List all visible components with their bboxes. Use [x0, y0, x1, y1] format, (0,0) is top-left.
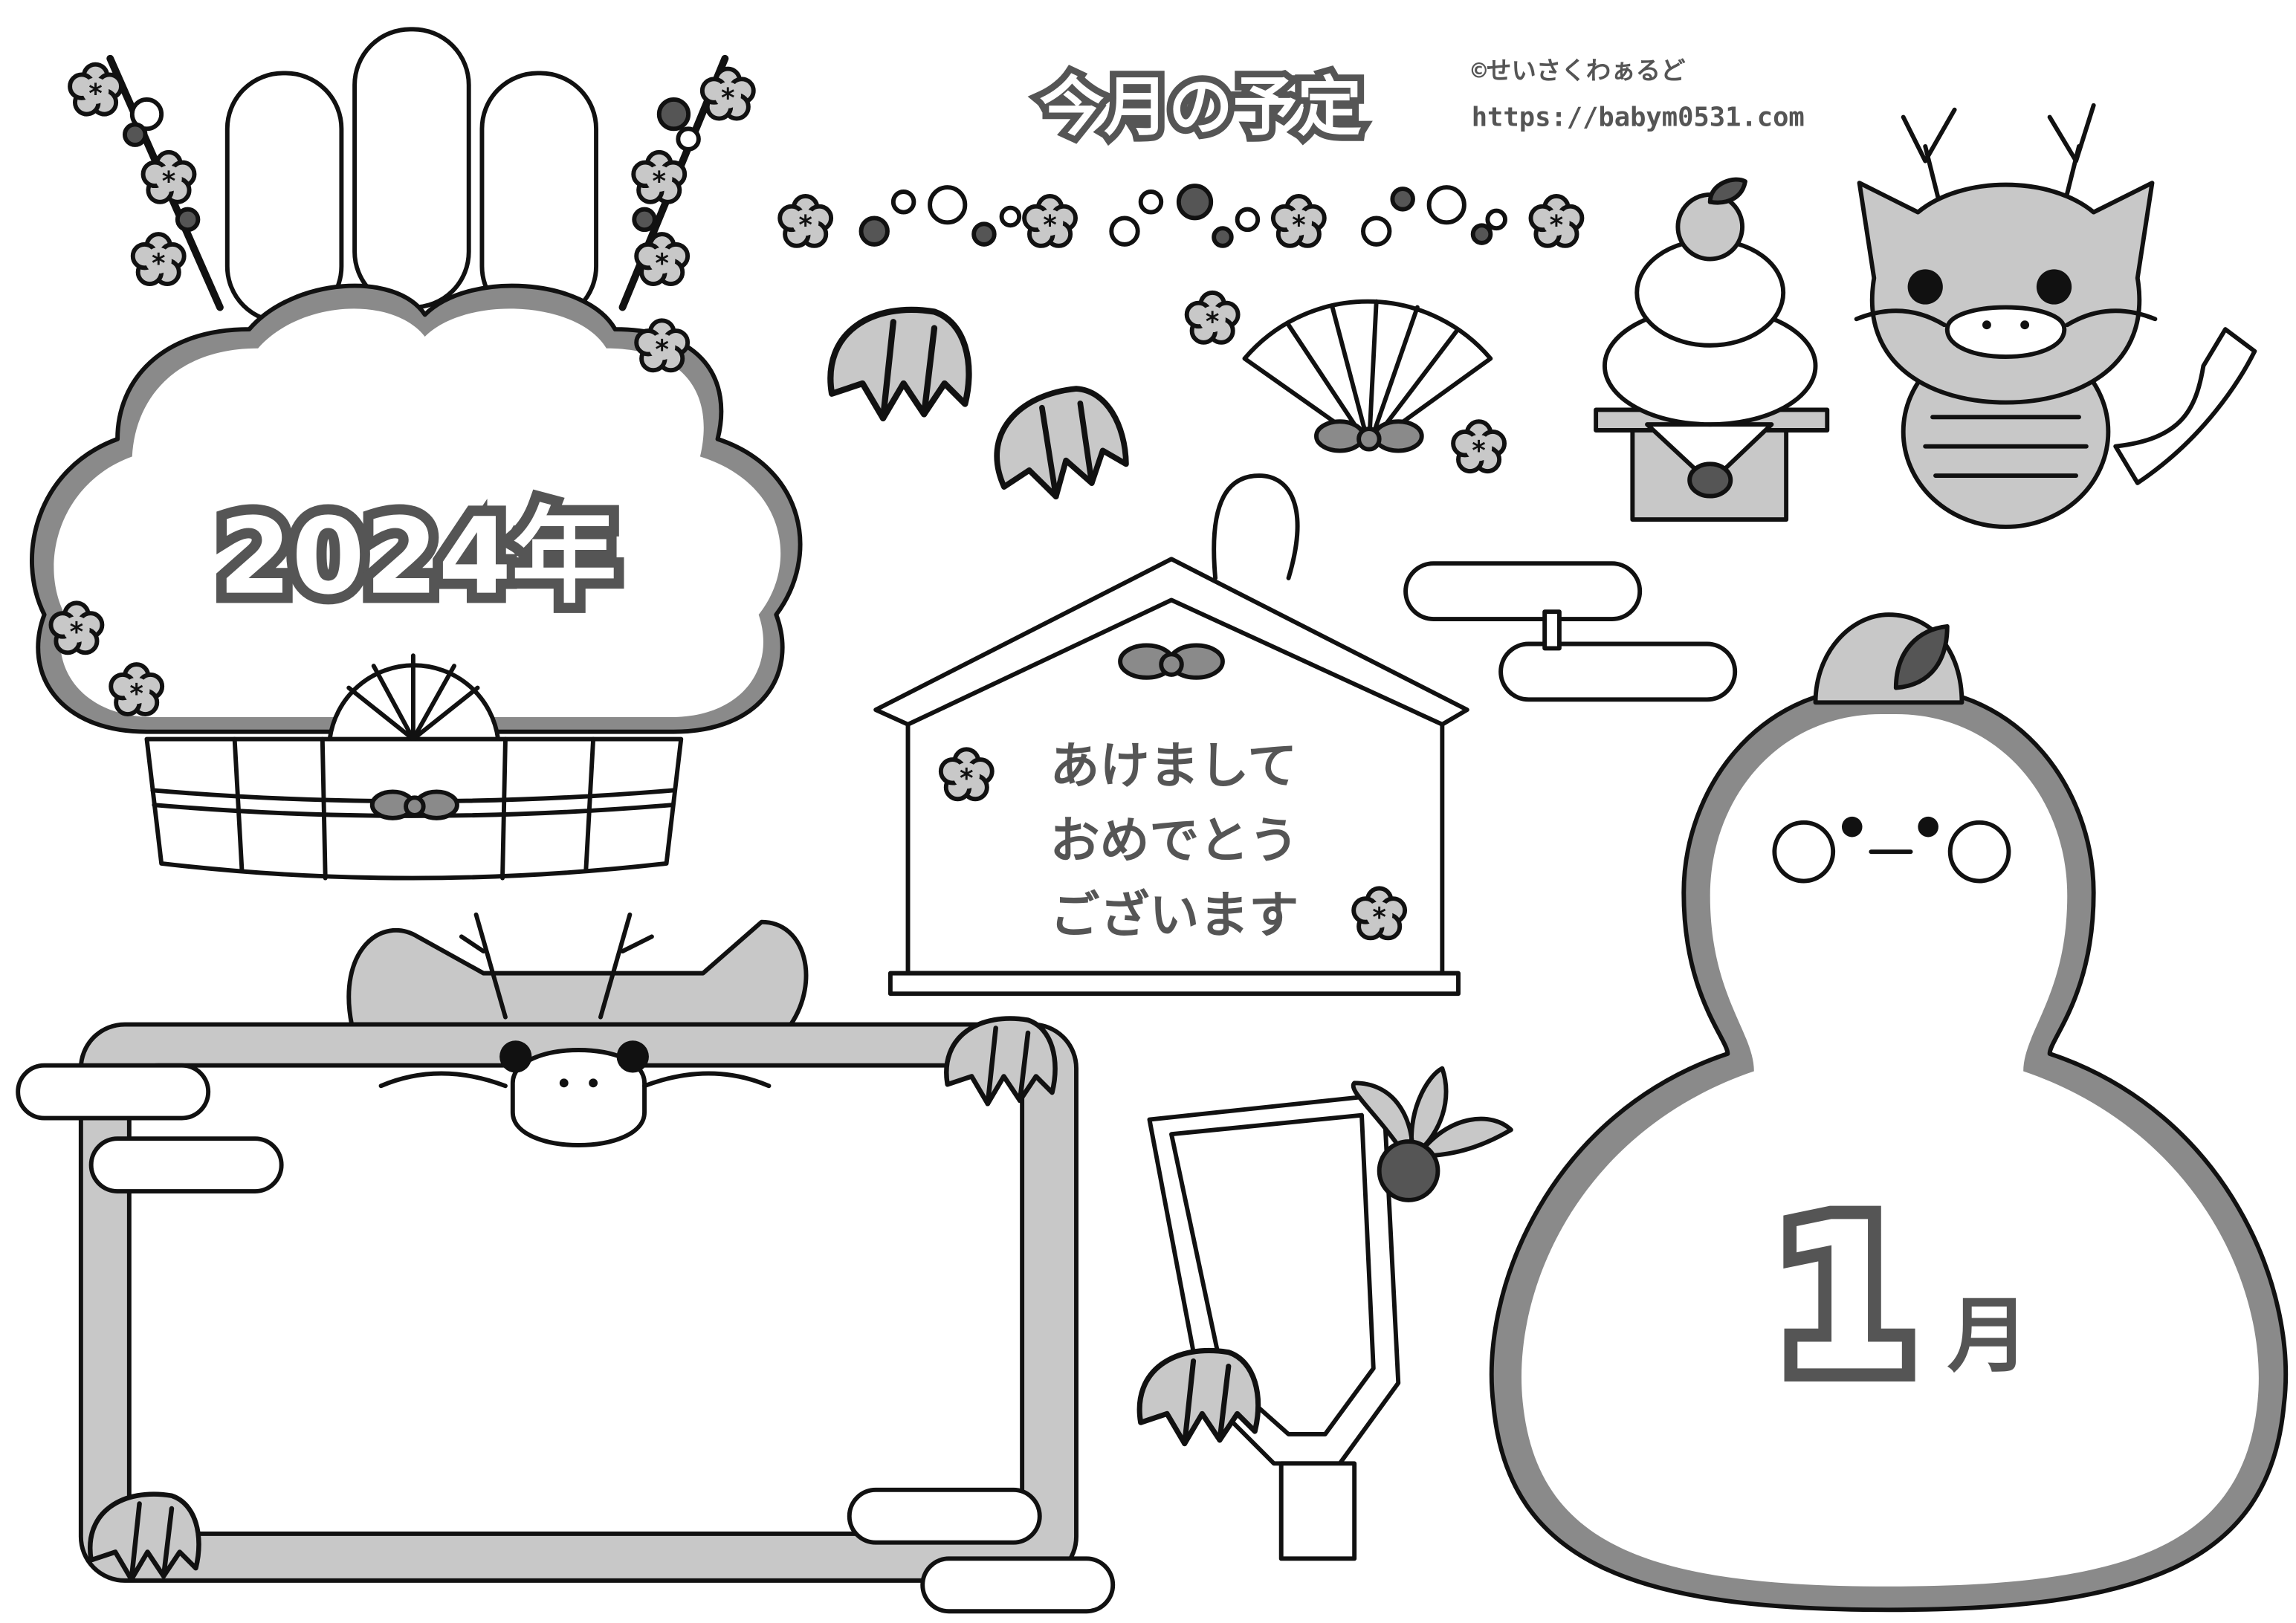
bamboo-leaves-illustration	[830, 310, 1133, 509]
kadomatsu-illustration: 2024年	[30, 27, 803, 881]
ema-line-2: おめでとう	[1050, 812, 1299, 869]
month-number: 1	[1773, 1179, 1916, 1417]
month-label-gourd: 1 月	[1489, 612, 2289, 1613]
ema-line-1: あけまして	[1050, 737, 1298, 795]
hagoita-paddle-illustration	[1139, 1066, 1513, 1561]
dragon-illustration	[1854, 103, 2257, 529]
month-unit: 月	[1947, 1289, 2029, 1384]
copyright-text: ©せいさくわぁるど	[1472, 56, 1686, 85]
dragon-frame	[16, 912, 1116, 1614]
cloud-decoration	[1403, 561, 1738, 702]
page-title: 今月の予定	[1040, 70, 1362, 144]
plum-flower-icon	[780, 196, 831, 246]
flower-garland	[780, 184, 1582, 246]
website-url: https://babym0531.com	[1472, 102, 1805, 132]
year-label: 2024年	[219, 496, 617, 618]
folding-fan-illustration	[1187, 293, 1504, 471]
plum-flower-icon	[1273, 196, 1325, 246]
ema-plaque: あけまして おめでとう ございます	[873, 473, 1469, 997]
kagami-mochi-illustration	[1594, 177, 1830, 522]
plum-flower-icon	[1530, 196, 1582, 246]
plum-flower-icon	[1024, 196, 1076, 246]
ema-line-3: ございます	[1050, 886, 1299, 944]
